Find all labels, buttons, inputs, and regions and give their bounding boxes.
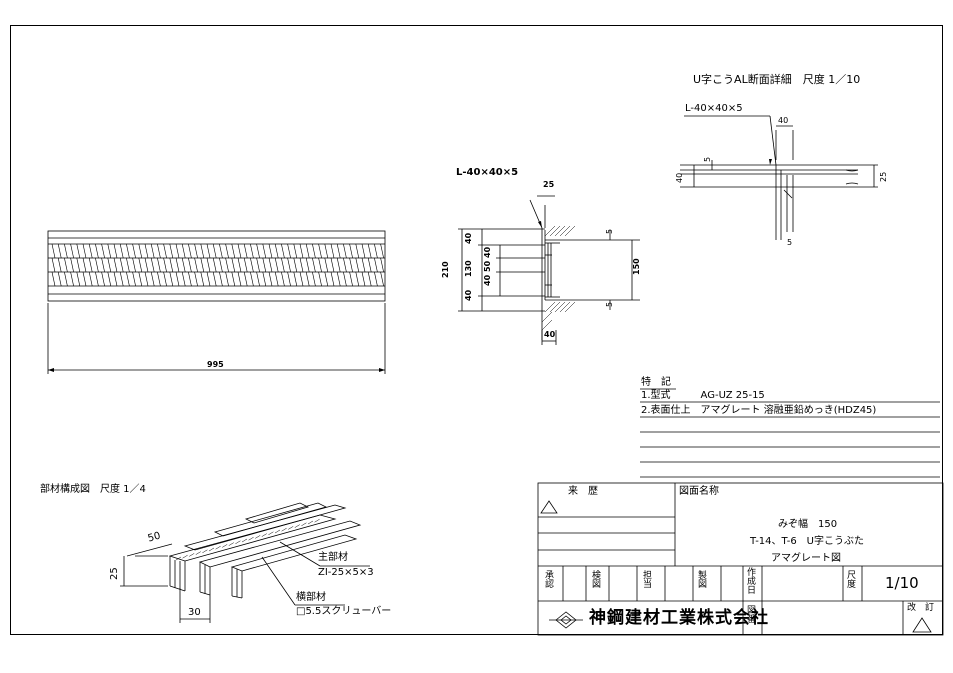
cross-member-spec: □5.5スクリューバー [296,606,392,617]
scale-value: 1/10 [885,574,919,592]
main-member-label: 主部材 [318,552,348,563]
detail-dim-40-left: 40 [675,172,684,183]
notes-line-2: 2.表面仕上 アマグレート 溶融亜鉛めっき(HDZ45) [641,405,877,416]
section-dim-210: 210 [441,261,450,278]
drawing-number-label: 図番 [747,606,757,625]
detail-title: U字こうAL断面詳細 尺度 1／10 [693,73,861,86]
charge-label: 担当 [643,571,653,590]
section-dim-40-inner-bottom: 40 [483,274,492,286]
detail-dim-5-top: 5 [703,156,712,162]
section-dim-40-inner-top: 40 [483,246,492,258]
section-dim-40-bottom: 40 [464,289,473,301]
draft-label: 製図 [698,571,708,590]
notes-line-1: 1.型式 AG-UZ 25-15 [641,390,765,401]
scale-label: 尺度 [847,571,857,590]
section-dim-150: 150 [632,258,641,275]
section-dim-50: 50 [483,260,492,272]
cross-member-label: 横部材 [296,592,326,603]
detail-view [680,115,878,240]
plan-dim-995: 995 [207,360,224,369]
detail-dim-25: 25 [879,171,888,182]
company-name: 神鋼建材工業株式会社 [589,608,769,628]
approve-label: 承認 [545,571,555,590]
notes-heading: 特 記 [641,377,671,388]
revision-label: 改 訂 [907,603,935,613]
plan-grating [47,230,386,302]
section-dim-5-top: 5 [605,228,614,234]
detail-angle-label: L-40×40×5 [685,103,743,114]
main-member-spec: ZI-25×5×3 [318,567,374,578]
drawing-name-line-3: アマグレート図 [771,553,841,564]
check-label: 検図 [592,571,602,590]
section-dim-40-top: 40 [464,232,473,244]
drawing-frame [10,25,943,635]
detail-dim-40: 40 [778,116,789,125]
created-date-label: 作成日 [747,568,757,596]
section-angle-label: L-40×40×5 [456,167,519,178]
section-dim-5-bottom: 5 [605,301,614,307]
title-block-lines [537,482,944,636]
section-dim-40-base: 40 [544,330,556,339]
parts-dim-25: 25 [109,567,120,580]
parts-title: 部材構成図 尺度 1／4 [40,484,146,495]
detail-dim-5-bottom: 5 [787,238,793,247]
history-label: 来 歴 [568,486,598,497]
parts-sketch [120,502,370,623]
drawing-name-label: 図面名称 [679,486,719,497]
section-dim-130: 130 [464,260,473,277]
notes-lines [640,388,940,478]
section-dim-25: 25 [543,180,555,189]
drawing-name-line-1: みぞ幅 150 [778,519,838,530]
parts-dim-30: 30 [188,607,201,618]
drawing-name-line-2: T-14、T-6 U字こうぶた [750,536,865,547]
